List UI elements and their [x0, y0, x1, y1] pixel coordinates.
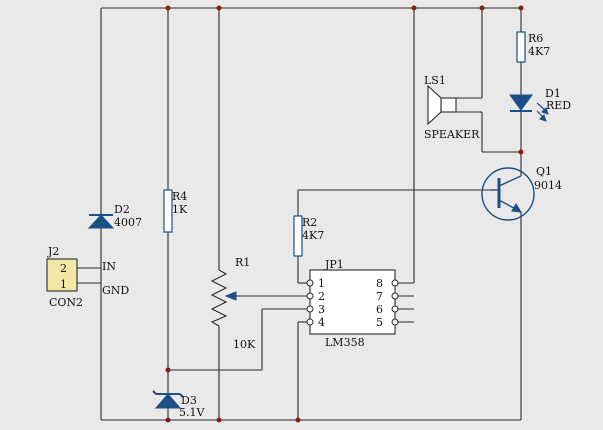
r2-ref: R2 [302, 216, 317, 229]
junction-dot [216, 5, 222, 11]
d3-value: 5.1V [179, 406, 205, 419]
ic-pin-pad [306, 292, 314, 300]
junction-dot [165, 367, 171, 373]
r4-value: 1K [172, 203, 188, 216]
ic-pin-pad [391, 292, 399, 300]
ic-pin-label: 1 [318, 277, 325, 290]
emitter-arrow-icon [511, 203, 522, 213]
ic-pin-label: 2 [318, 290, 325, 303]
ic-pin-pad [306, 305, 314, 313]
ic-pin-pad [306, 279, 314, 287]
ic-pin-pad [391, 279, 399, 287]
potentiometer-r1: R1 10K [210, 256, 256, 351]
junction-dot [216, 417, 222, 423]
junction-dot [165, 5, 171, 11]
junction-dot [165, 417, 171, 423]
speaker-icon [427, 84, 442, 126]
junction-dot [479, 5, 485, 11]
d1-ref: D1 [545, 87, 561, 100]
junction-dot [295, 417, 301, 423]
ic-pin-pad [306, 318, 314, 326]
diode-d2: D2 4007 [87, 203, 142, 229]
d1-value: RED [546, 99, 571, 112]
r4-ref: R4 [172, 190, 187, 203]
junction-dot [518, 149, 524, 155]
d2-value: 4007 [114, 216, 142, 229]
ic-pin-label: 3 [318, 303, 325, 316]
ic-pin-label: 4 [318, 316, 325, 329]
gnd-label: GND [102, 284, 129, 297]
wiper-arrow-icon [224, 291, 237, 301]
resistor-r2: R2 4K7 [293, 215, 324, 257]
d3-ref: D3 [181, 394, 197, 407]
resistor-r6: R6 4K7 [516, 31, 550, 63]
transistor-q1: Q1 9014 [481, 165, 562, 221]
r2-value: 4K7 [302, 229, 324, 242]
zener-d3: D3 5.1V [152, 390, 205, 419]
in-label: IN [102, 260, 116, 273]
ic-pin-pad [391, 305, 399, 313]
connector-j2: J2 2 1 CON2 IN GND [46, 245, 129, 309]
ls1-value: SPEAKER [424, 128, 480, 141]
jp1-ref: JP1 [324, 258, 344, 271]
q1-ref: Q1 [536, 165, 552, 178]
q1-value: 9014 [534, 179, 562, 192]
jp1-value: LM358 [325, 336, 365, 349]
j2-value: CON2 [49, 296, 83, 309]
r6-ref: R6 [528, 32, 543, 45]
speaker-ls1: LS1 SPEAKER [424, 74, 480, 141]
ic-pin-label: 7 [376, 290, 383, 303]
j2-ref: J2 [47, 245, 59, 258]
j2-pin-number: 1 [60, 278, 67, 291]
d2-ref: D2 [114, 203, 130, 216]
ic-pin-label: 8 [376, 277, 383, 290]
ic-jp1: JP1 LM358 1 2 3 4 8 7 6 5 [306, 258, 399, 349]
r1-value: 10K [233, 338, 256, 351]
r1-ref: R1 [235, 256, 250, 269]
junctions [165, 5, 524, 423]
junction-dot [518, 5, 524, 11]
ls1-ref: LS1 [424, 74, 446, 87]
ic-pin-label: 6 [376, 303, 383, 316]
ic-pin-pad [391, 318, 399, 326]
wires [77, 7, 522, 421]
resistor-r4: R4 1K [163, 189, 188, 233]
led-d1: D1 RED [509, 87, 571, 122]
ic-pin-label: 5 [376, 316, 383, 329]
r6-value: 4K7 [528, 45, 550, 58]
j2-pin-number: 2 [60, 262, 67, 275]
junction-dot [411, 5, 417, 11]
